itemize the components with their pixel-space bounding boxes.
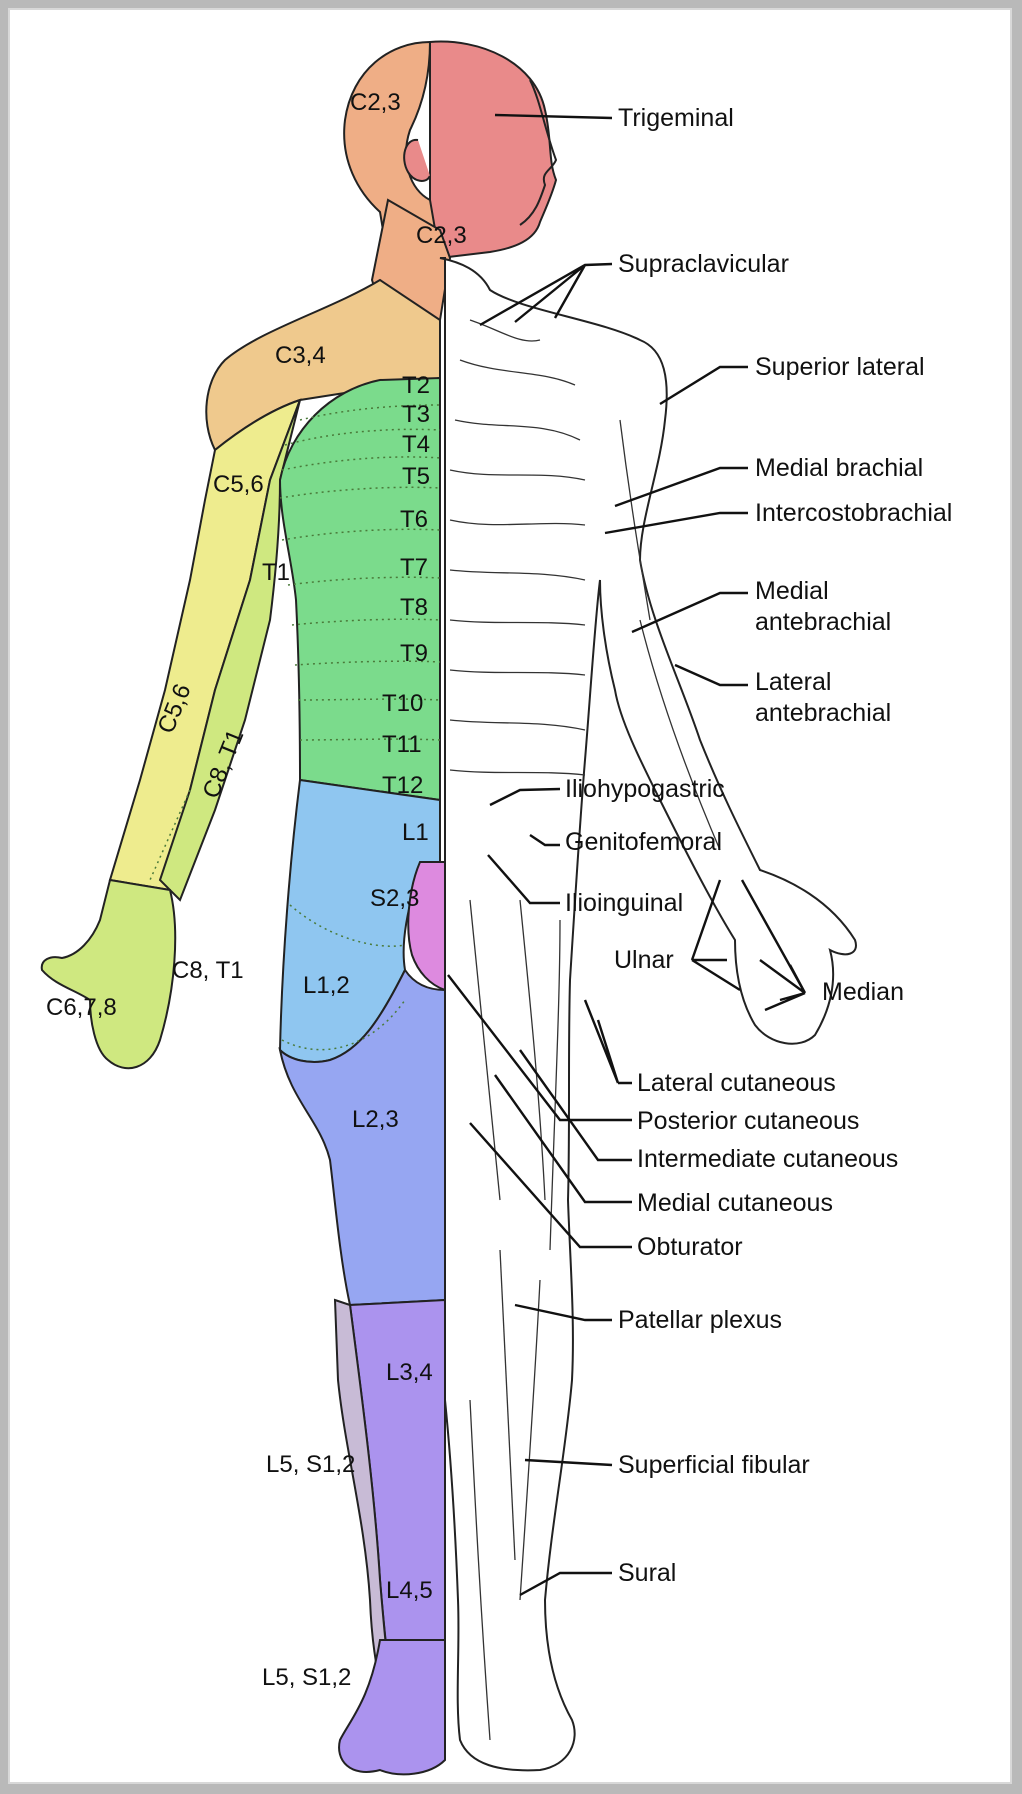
label-c23-neck: C2,3 [416, 222, 467, 249]
label-lateral-antebrachial-2: antebrachial [755, 699, 891, 727]
label-ilioinguinal: Ilioinguinal [565, 889, 683, 917]
label-superficial-fibular: Superficial fibular [618, 1451, 810, 1479]
label-c34: C3,4 [275, 342, 326, 369]
label-l12: L1,2 [303, 972, 350, 999]
ear [403, 138, 431, 182]
label-intercostobrachial: Intercostobrachial [755, 499, 952, 527]
label-t1: T1 [262, 559, 290, 586]
label-l5s12-upper: L5, S1,2 [266, 1451, 355, 1478]
label-genitofemoral: Genitofemoral [565, 828, 722, 856]
label-sural: Sural [618, 1559, 676, 1587]
label-s23: S2,3 [370, 885, 419, 912]
label-patellar-plexus: Patellar plexus [618, 1306, 782, 1334]
face-profile [519, 79, 558, 226]
label-medial-antebrachial-1: Medial [755, 577, 829, 605]
label-l23: L2,3 [352, 1106, 399, 1133]
label-t3: T3 [402, 401, 430, 428]
region-head-trigeminal [429, 40, 558, 259]
label-obturator: Obturator [637, 1233, 743, 1261]
label-t7: T7 [400, 554, 428, 581]
dermatome-boundaries [149, 404, 441, 1051]
region-thigh-l23 [278, 968, 446, 1307]
label-t4: T4 [402, 431, 430, 458]
label-supraclavicular: Supraclavicular [618, 250, 789, 278]
label-t8: T8 [400, 594, 428, 621]
label-medial-brachial: Medial brachial [755, 454, 923, 482]
label-c56-shoulder: C5,6 [213, 471, 264, 498]
label-t6: T6 [400, 506, 428, 533]
label-superior-lateral: Superior lateral [755, 353, 925, 381]
label-t2: T2 [402, 372, 430, 399]
label-t11: T11 [382, 731, 422, 758]
label-l45: L4,5 [386, 1577, 433, 1604]
label-l1: L1 [402, 819, 429, 846]
region-head-c23 [343, 40, 442, 262]
label-medial-antebrachial-2: antebrachial [755, 608, 891, 636]
label-trigeminal: Trigeminal [618, 104, 734, 132]
label-lateral-antebrachial-1: Lateral [755, 668, 831, 696]
label-medial-cutaneous: Medial cutaneous [637, 1189, 833, 1217]
label-c8t1-hand: C8, T1 [172, 957, 244, 984]
label-l34: L3,4 [386, 1359, 433, 1386]
label-t9: T9 [400, 640, 428, 667]
label-t10: T10 [382, 690, 423, 717]
label-ulnar: Ulnar [614, 946, 674, 974]
nerve-labels: Trigeminal Supraclavicular Superior late… [565, 104, 952, 1587]
nerve-branches [449, 319, 721, 1741]
label-iliohypogastric: Iliohypogastric [565, 775, 725, 803]
label-c678: C6,7,8 [46, 994, 117, 1021]
label-intermediate-cutaneous: Intermediate cutaneous [637, 1145, 898, 1173]
label-lateral-cutaneous: Lateral cutaneous [637, 1069, 836, 1097]
label-c23-head: C2,3 [350, 89, 401, 116]
region-foot [338, 1639, 446, 1776]
region-sacral-s23 [407, 861, 446, 992]
dermatome-labels: C2,3 C2,3 C3,4 C5,6 T1 C5,6 C8, T1 C8, T… [46, 89, 467, 1691]
label-median: Median [822, 978, 904, 1006]
label-t12: T12 [382, 772, 423, 799]
label-t5: T5 [402, 463, 430, 490]
label-l5s12-lower: L5, S1,2 [262, 1664, 351, 1691]
leader-lines [447, 113, 807, 1597]
region-hand-c678 [40, 878, 177, 1070]
region-thorax-thoracic [278, 376, 441, 802]
label-posterior-cutaneous: Posterior cutaneous [637, 1107, 859, 1135]
body-outline-right [439, 257, 857, 1772]
